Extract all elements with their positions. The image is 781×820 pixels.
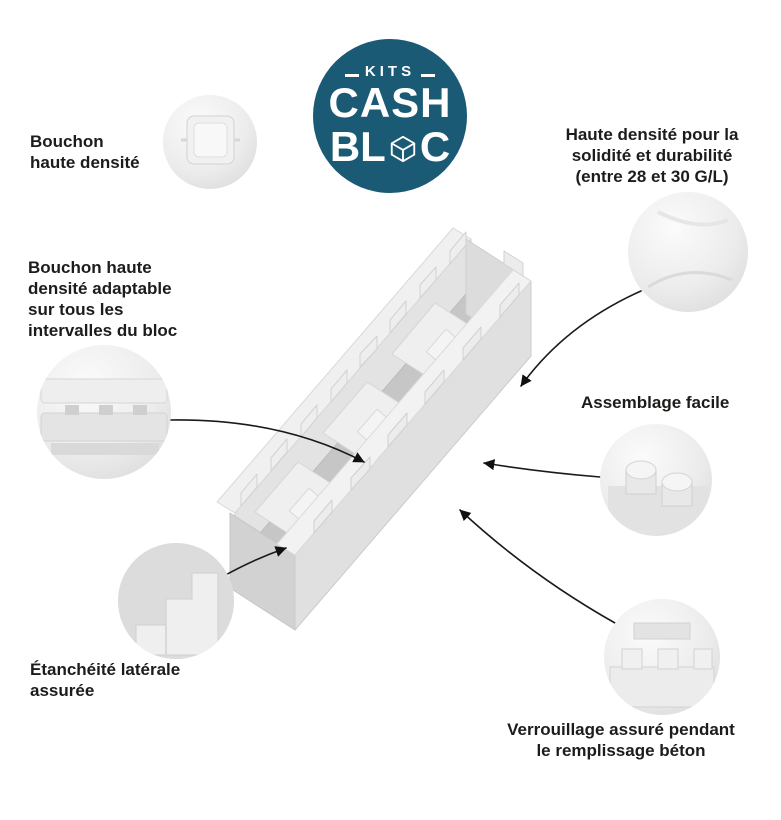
photo-verrouillage [604, 599, 720, 715]
label-assemblage: Assemblage facile [581, 393, 730, 412]
kits-right-line [421, 73, 436, 77]
cube-icon [390, 136, 416, 163]
logo-cash-text: CASH [328, 78, 452, 126]
arrow-haute-densite [520, 290, 642, 387]
cashbloc-logo: KITS CASH BL C [313, 39, 467, 193]
label-bouchon: Bouchon haute densité [30, 132, 140, 173]
label-adaptable: Bouchon haute densité adaptable sur tous… [28, 258, 178, 341]
logo-bloc-row: BL C [330, 126, 450, 168]
foam-surface-detail [647, 210, 733, 289]
logo-kits-text: KITS [364, 62, 416, 80]
label-etancheite: Étanchéité latérale assurée [30, 660, 181, 701]
logo-kits-row: KITS [344, 62, 436, 80]
logo-bloc-right: C [419, 123, 451, 171]
pegs-detail [608, 460, 708, 530]
logo-bloc-left: BL [329, 123, 386, 171]
kits-left-line [344, 73, 359, 77]
photo-haute-densite [628, 192, 748, 312]
arrow-verrouillage [459, 509, 616, 624]
photo-assemblage [600, 424, 712, 536]
photo-etancheite [118, 543, 234, 659]
photo-adaptable [37, 345, 171, 479]
step-edge-detail [118, 543, 234, 659]
foam-block-illustration [216, 227, 532, 631]
arrow-assemblage [483, 459, 601, 478]
photo-bouchon [163, 95, 257, 189]
label-haute-densite: Haute densité pour la solidité et durabi… [565, 125, 739, 187]
castellated-edge-detail [609, 622, 715, 708]
label-verrouillage: Verrouillage assuré pendant le remplissa… [507, 720, 735, 761]
arrow-adaptable [168, 419, 365, 463]
bouchon-plug-detail [181, 115, 240, 165]
block-intervals-detail [40, 378, 168, 455]
